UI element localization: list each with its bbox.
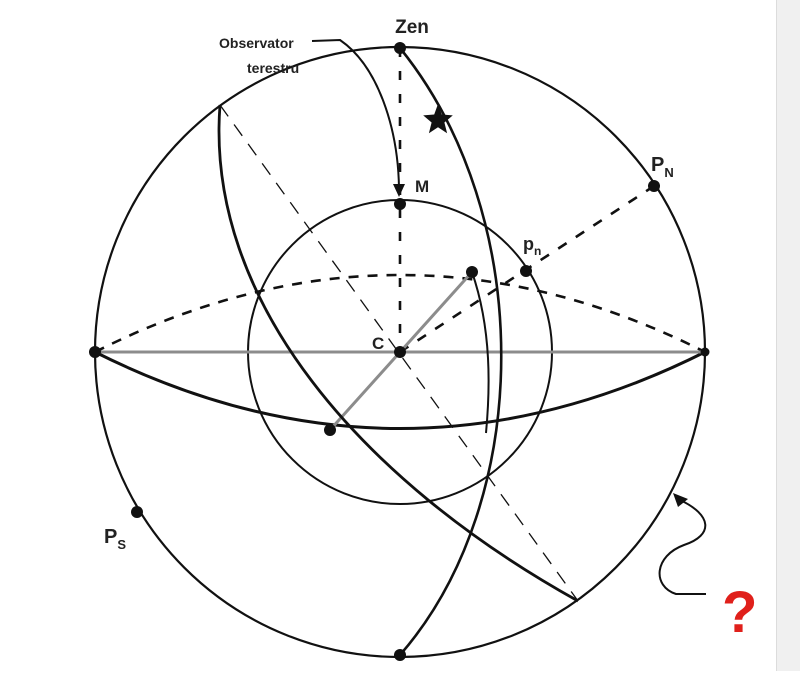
vertical-scrollbar[interactable] (776, 0, 800, 671)
observer-label-line1: Observator (219, 35, 294, 51)
pole-south-label: PS (104, 526, 126, 552)
pole-south-point (131, 506, 143, 518)
pole-north-label: PN (651, 154, 674, 180)
observer-pointer-line (311, 38, 400, 189)
zenith-point (394, 42, 406, 54)
nadir-point (394, 649, 406, 661)
center-label: C (372, 334, 384, 353)
right-horizon-point (700, 347, 710, 357)
left-horizon-point (89, 346, 101, 358)
observer-arrowhead (393, 184, 405, 197)
radius-end-point (466, 266, 478, 278)
celestial-equator-arc (217, 104, 579, 603)
point-m-label: M (415, 177, 429, 196)
horizon-back-arc (94, 273, 706, 354)
equator-diameter (219, 104, 579, 602)
pole-north-small-label: pn (523, 234, 541, 258)
intersection-point (324, 424, 336, 436)
question-mark: ? (722, 580, 757, 645)
pole-north-small-point (520, 265, 532, 277)
observer-label-line2: terestru (247, 60, 299, 76)
pole-north-point (648, 180, 660, 192)
meridian-arc (398, 47, 503, 656)
question-arrowhead (673, 493, 688, 507)
star-icon (423, 104, 453, 134)
point-m (394, 198, 406, 210)
question-pointer-line (658, 499, 707, 595)
horizon-front-arc (94, 350, 706, 430)
inner-meridian-arc (471, 271, 490, 434)
center-point (394, 346, 406, 358)
zenith-label: Zen (395, 17, 429, 38)
